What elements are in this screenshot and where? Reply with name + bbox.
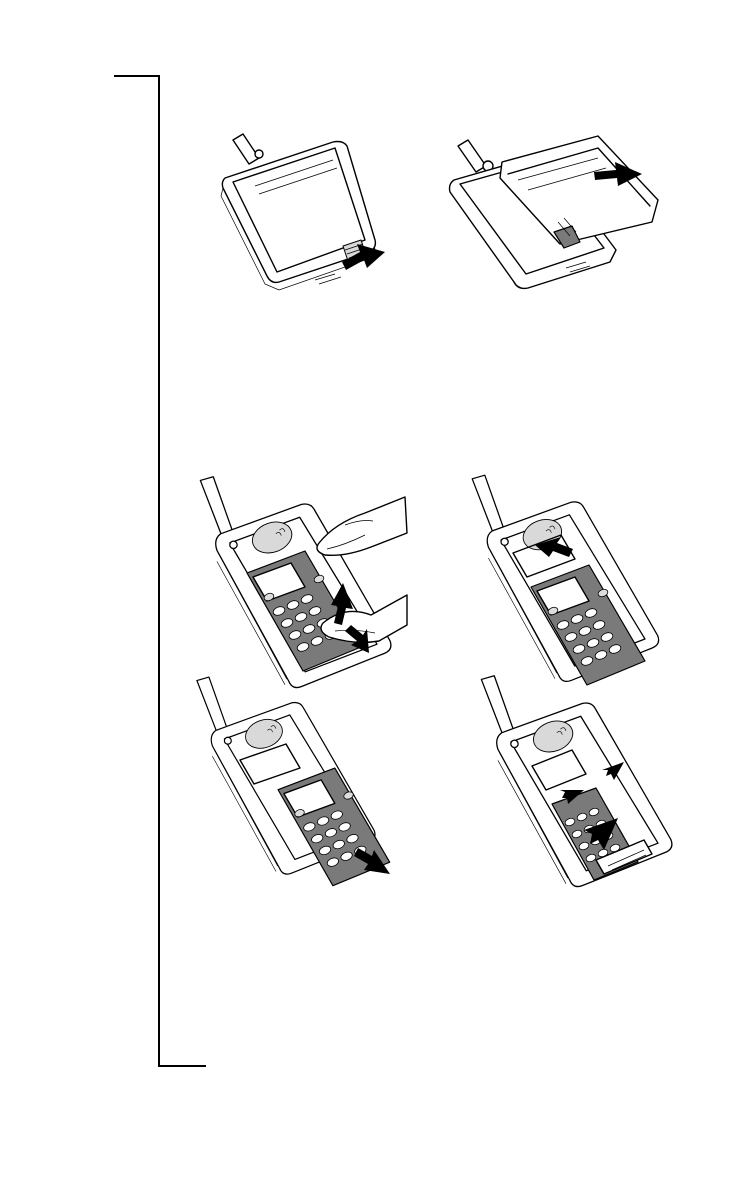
phone-back-battery-slide-arrow-icon: [448, 140, 678, 295]
phone-back-battery-release-arrow-icon: [215, 130, 390, 290]
figure-slide-battery-off: [448, 140, 678, 295]
bottom-margin-rule: [158, 1065, 206, 1067]
figure-press-cover-on: [468, 700, 678, 890]
phone-front-finger-lift-arrows-icon: [195, 485, 410, 695]
figure-lift-front-cover: [195, 485, 410, 695]
left-vertical-rule: [158, 75, 160, 1067]
phone-front-cover-press-arrows-icon: [468, 700, 678, 890]
figure-remove-cover: [190, 698, 405, 883]
figure-press-battery-release: [215, 130, 390, 290]
figure-slide-cover-up: [465, 487, 675, 692]
top-margin-rule: [114, 75, 160, 77]
phone-front-cover-slide-up-arrow-icon: [465, 487, 675, 692]
phone-front-cover-remove-arrow-icon: [190, 698, 405, 883]
